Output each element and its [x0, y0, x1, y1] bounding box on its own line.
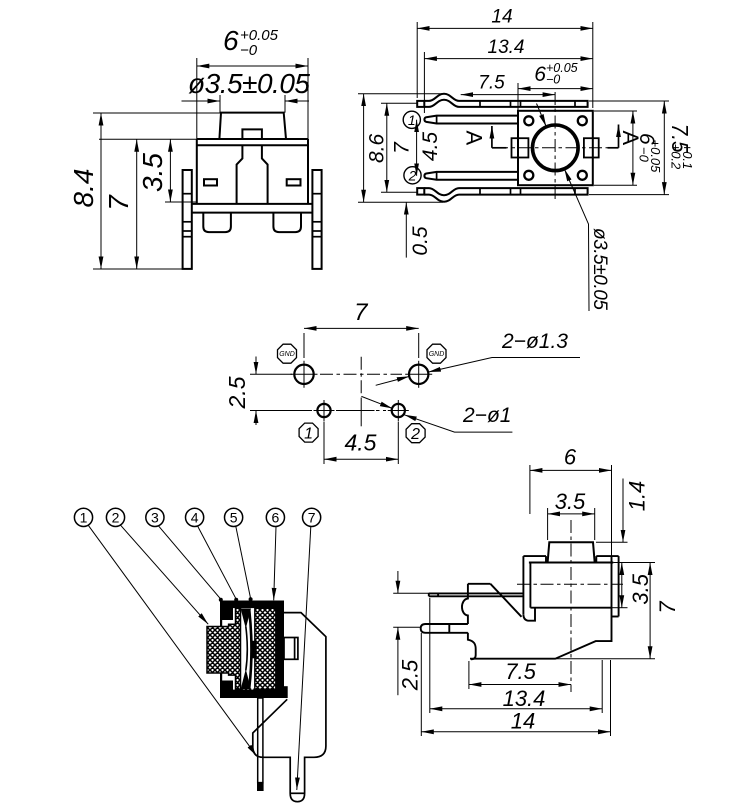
svg-text:A: A [618, 130, 643, 145]
svg-text:2: 2 [408, 168, 417, 184]
svg-text:2: 2 [410, 426, 420, 443]
svg-text:−0: −0 [546, 73, 560, 87]
svg-text:+0.2: +0.2 [669, 144, 684, 170]
svg-text:7.5: 7.5 [667, 124, 693, 153]
svg-text:8.4: 8.4 [68, 169, 99, 208]
svg-text:2.5: 2.5 [224, 376, 250, 409]
svg-text:1: 1 [304, 426, 313, 443]
svg-text:−0: −0 [637, 147, 652, 163]
svg-text:4: 4 [191, 509, 199, 525]
svg-text:13.4: 13.4 [488, 37, 525, 58]
svg-text:1.4: 1.4 [625, 481, 650, 512]
svg-text:7: 7 [655, 601, 680, 614]
svg-text:6: 6 [223, 25, 239, 56]
svg-text:6: 6 [564, 445, 577, 470]
svg-text:6: 6 [534, 63, 546, 86]
svg-text:−0: −0 [240, 42, 258, 59]
svg-text:3.5: 3.5 [137, 153, 168, 192]
svg-text:13.4: 13.4 [503, 686, 546, 711]
svg-text:+0.05: +0.05 [648, 140, 663, 174]
svg-text:3: 3 [151, 509, 159, 525]
svg-text:6: 6 [635, 133, 658, 145]
svg-text:1: 1 [408, 112, 416, 128]
svg-text:4.5: 4.5 [419, 132, 442, 162]
svg-text:A: A [462, 130, 487, 145]
svg-text:2.5: 2.5 [398, 659, 423, 691]
svg-text:2−ø1: 2−ø1 [462, 404, 511, 427]
svg-text:14: 14 [511, 709, 535, 734]
svg-text:GND: GND [429, 351, 445, 358]
svg-text:6: 6 [272, 509, 280, 525]
svg-text:7: 7 [103, 194, 134, 211]
svg-text:7: 7 [354, 299, 369, 326]
svg-text:7: 7 [308, 509, 316, 525]
svg-text:2−ø1.3: 2−ø1.3 [501, 330, 568, 353]
svg-text:3.5: 3.5 [555, 489, 586, 514]
svg-text:5: 5 [230, 509, 238, 525]
svg-text:3.5: 3.5 [628, 573, 653, 604]
svg-text:+0.05: +0.05 [546, 61, 578, 75]
svg-text:7.5: 7.5 [478, 73, 505, 94]
svg-text:7: 7 [391, 141, 414, 154]
svg-text:14: 14 [491, 7, 512, 28]
svg-text:+0.05: +0.05 [240, 27, 279, 44]
svg-text:0.5: 0.5 [409, 226, 432, 256]
svg-text:ø3.5±0.05: ø3.5±0.05 [188, 68, 310, 99]
svg-text:1: 1 [80, 509, 88, 525]
svg-text:4.5: 4.5 [345, 430, 377, 456]
svg-text:8.6: 8.6 [366, 133, 389, 163]
svg-text:+0.1: +0.1 [680, 144, 695, 170]
svg-text:2: 2 [112, 509, 120, 525]
svg-text:GND: GND [279, 351, 295, 358]
svg-text:ø3.5±0.05: ø3.5±0.05 [589, 228, 610, 310]
svg-text:7.5: 7.5 [505, 659, 536, 684]
